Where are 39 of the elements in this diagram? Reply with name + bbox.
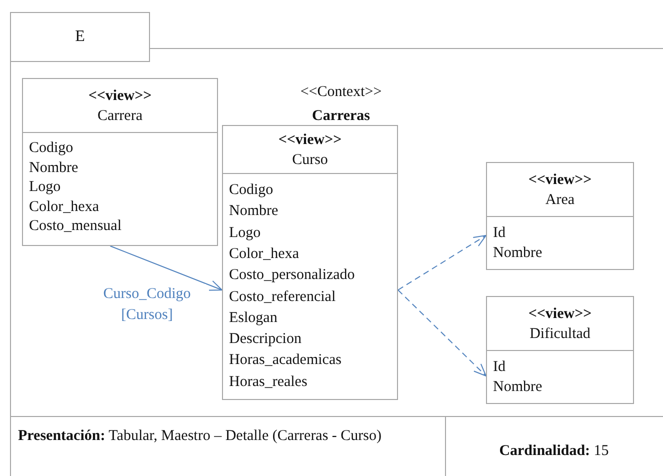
attribute: Codigo <box>29 139 74 158</box>
class-box <box>486 296 634 404</box>
attribute: Costo_personalizado <box>229 266 355 286</box>
stereotype: <<view>> <box>528 304 592 324</box>
context-heading: <<Context>> <box>299 83 383 102</box>
arrow <box>110 246 222 291</box>
attribute: Nombre <box>493 378 542 397</box>
attribute: Color_hexa <box>29 198 99 216</box>
dashed-arrow <box>398 234 486 290</box>
attribute: Color_hexa <box>229 244 299 264</box>
attribute: Horas_academicas <box>229 351 342 370</box>
attribute: Eslogan <box>229 308 278 328</box>
class-box <box>22 78 218 246</box>
class-name: Dificultad <box>530 324 590 344</box>
attribute: Id <box>493 358 506 377</box>
attribute: Nombre <box>29 158 78 178</box>
tab-box: E <box>10 12 150 62</box>
stereotype: <<view>> <box>278 130 342 150</box>
attribute: Nombre <box>493 244 542 263</box>
info-text: Presentación: Tabular, Maestro – Detalle (Carreras - Curso) <box>18 427 383 446</box>
stereotype: <<view>> <box>88 86 152 106</box>
class-name: Carrera <box>98 106 142 126</box>
attribute: Costo_mensual <box>29 217 122 236</box>
attribute: Codigo <box>229 181 274 200</box>
attribute: Descripcion <box>229 330 302 350</box>
context-heading: Carreras <box>310 107 372 126</box>
attribute: Id <box>493 224 506 243</box>
class-box <box>486 162 634 270</box>
dashed-arrow <box>398 290 486 376</box>
attribute: Logo <box>229 224 261 243</box>
class-name: Curso <box>292 150 328 170</box>
attribute: Logo <box>29 178 61 197</box>
attribute: Costo_referencial <box>229 288 336 307</box>
class-name: Area <box>545 190 575 210</box>
attribute: Nombre <box>229 202 278 222</box>
info-text: Cardinalidad: 15 <box>498 442 610 461</box>
attribute: Horas_reales <box>229 372 308 392</box>
class-box <box>222 125 398 400</box>
stereotype: <<view>> <box>528 170 592 190</box>
